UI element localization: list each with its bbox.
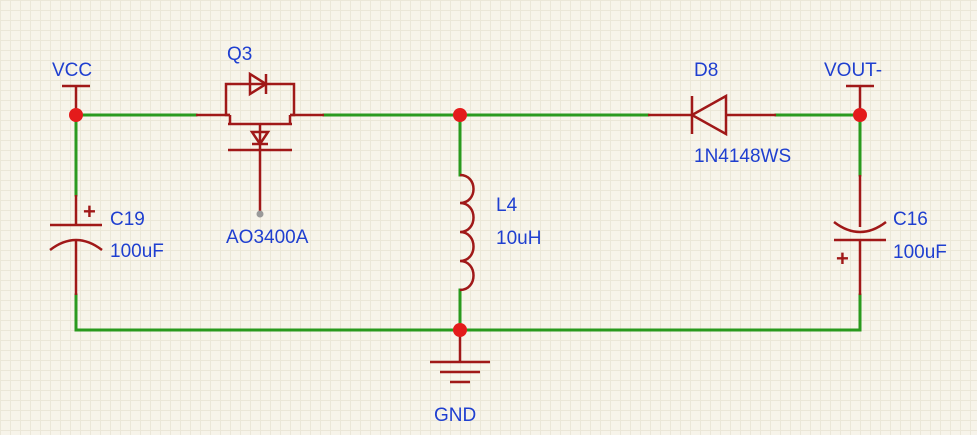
net-label-vcc: VCC [52,60,92,81]
capacitor-c19[interactable]: + C19 100uF [49,195,164,295]
value-l4: 10uH [496,228,541,249]
ref-c16: C16 [893,209,928,230]
junction-switch-node [453,108,467,122]
ground-symbol[interactable]: GND [430,330,490,426]
net-port-vcc[interactable]: VCC [52,60,92,115]
gate-pin-dot[interactable] [256,210,264,218]
ref-d8: D8 [694,60,718,81]
ref-c19: C19 [110,209,145,230]
wires [74,113,862,332]
junctions [69,108,867,337]
value-c19: 100uF [110,241,164,262]
mosfet-q3[interactable]: Q3 AO3400A [196,44,324,248]
capacitor-c16[interactable]: + C16 100uF [833,175,947,295]
junction-vout [853,108,867,122]
net-label-gnd: GND [434,405,476,426]
diode-d8[interactable]: D8 1N4148WS [648,60,791,167]
inductor-l4[interactable]: L4 10uH [459,173,541,292]
polarity-c16: + [836,246,849,271]
value-c16: 100uF [893,242,947,263]
junction-gnd [453,323,467,337]
net-label-vout: VOUT- [824,60,882,81]
junction-vcc [69,108,83,122]
polarity-c19: + [83,199,96,224]
value-d8: 1N4148WS [694,146,791,167]
net-port-vout[interactable]: VOUT- [824,60,882,115]
ref-l4: L4 [496,195,518,216]
value-q3: AO3400A [226,227,309,248]
ref-q3: Q3 [227,44,252,65]
